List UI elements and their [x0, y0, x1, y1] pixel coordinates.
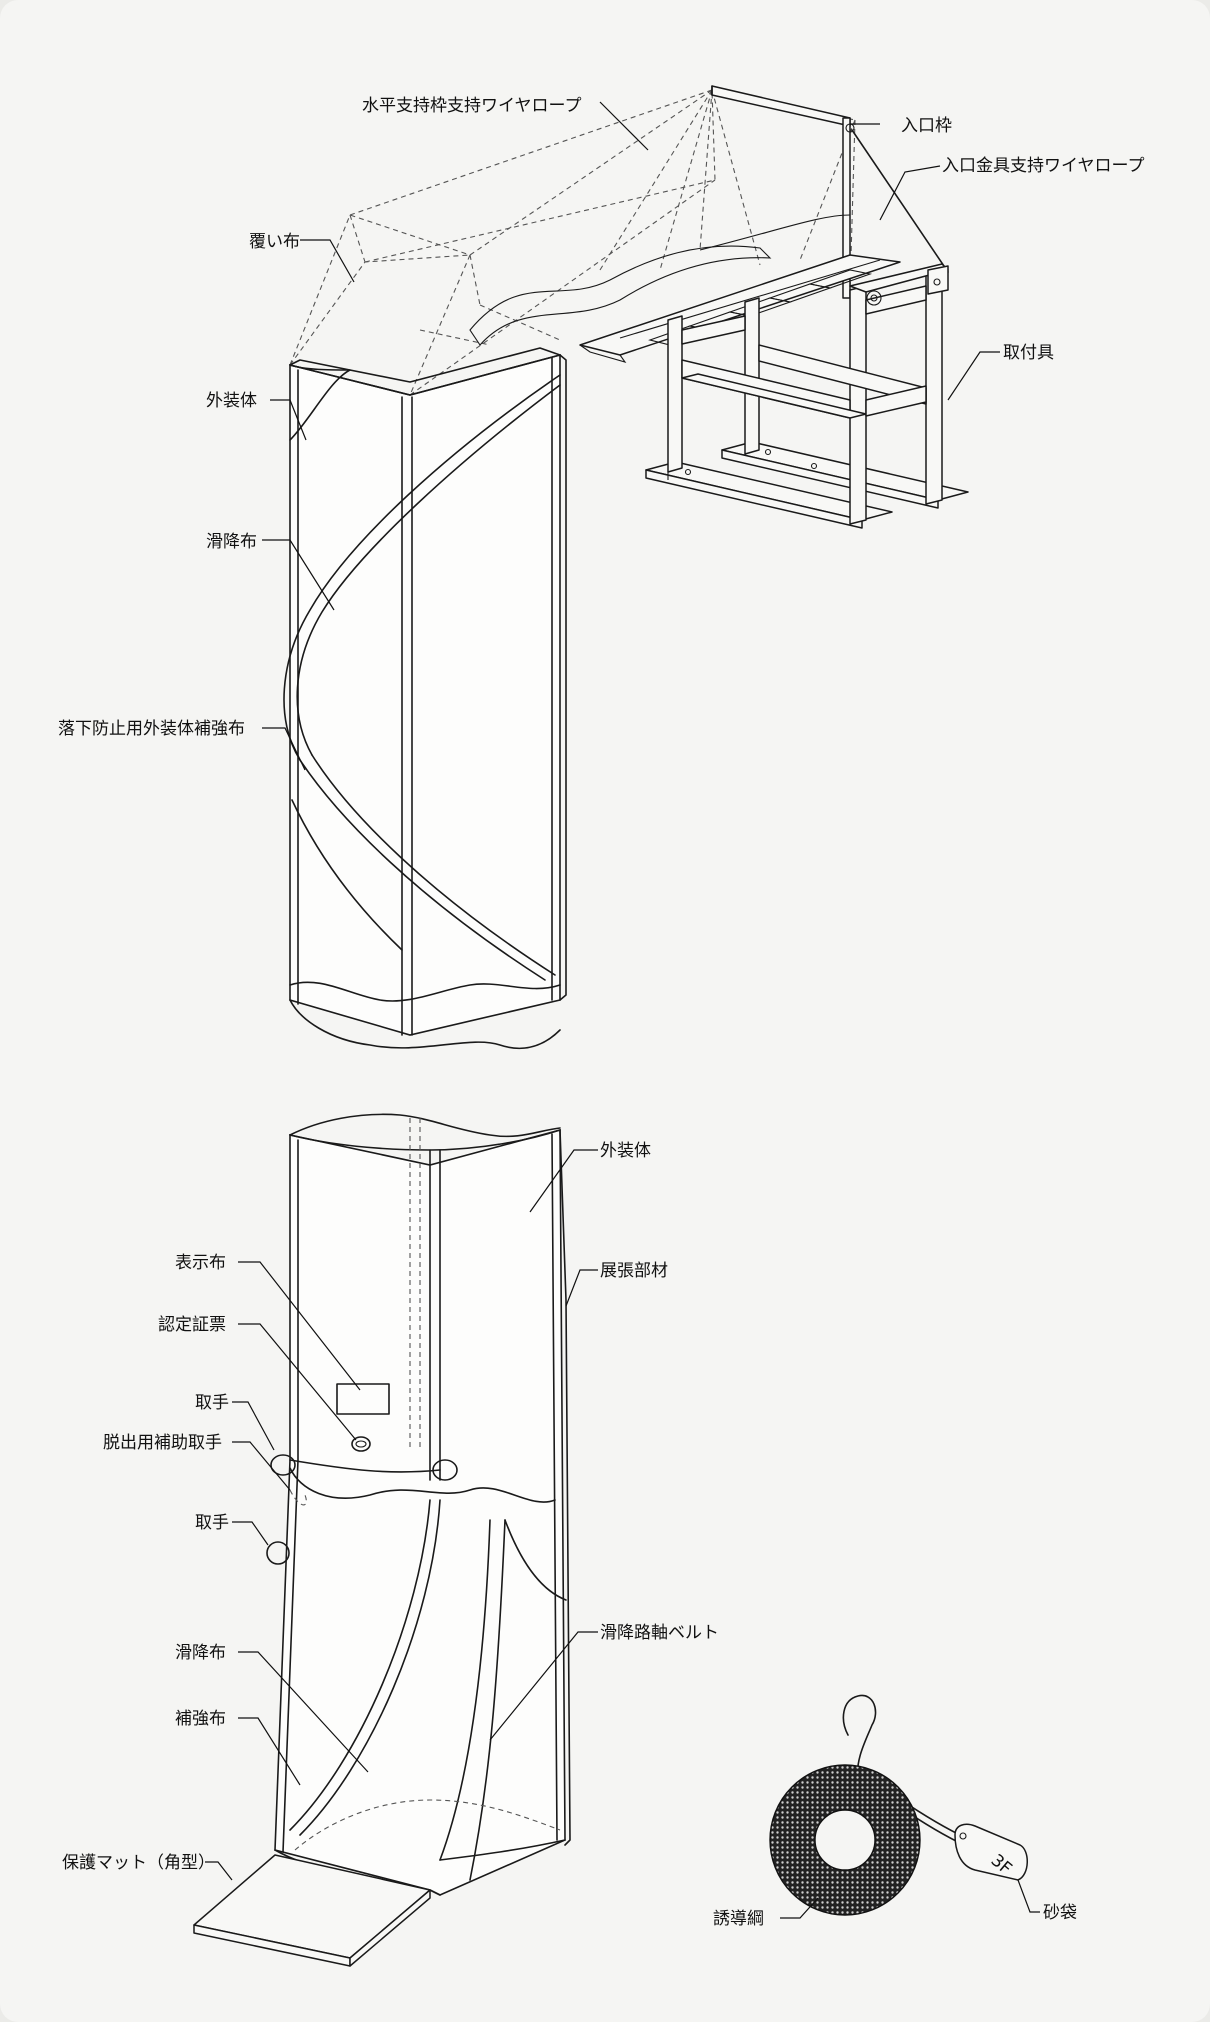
label-reinforcement-cloth: 補強布 — [175, 1709, 226, 1729]
entrance-wire-rope — [851, 129, 949, 273]
handle-lower — [266, 1541, 290, 1565]
upper-assembly — [262, 85, 1000, 1050]
handle-upper-right — [432, 1459, 458, 1481]
certification-label — [351, 1436, 371, 1452]
label-entrance-fitting-wire-rope: 入口金具支持ワイヤロープ — [942, 156, 1144, 176]
lower-column — [266, 1113, 571, 1896]
label-cover-cloth: 覆い布 — [249, 232, 300, 252]
label-outer-body-top: 外装体 — [206, 391, 257, 411]
label-expansion-member: 展張部材 — [600, 1261, 668, 1281]
label-handle-lower: 取手 — [195, 1513, 229, 1533]
lower-leaders — [205, 1149, 1040, 1919]
handle-upper-left — [270, 1454, 296, 1476]
sandbag-group: 3F — [769, 1694, 1028, 1916]
upper-column — [283, 347, 567, 1050]
label-handle-upper: 取手 — [195, 1393, 229, 1413]
protective-mat — [193, 1854, 431, 1967]
label-slide-cloth-top: 滑降布 — [206, 532, 257, 552]
label-certification-label: 認定証票 — [158, 1315, 226, 1335]
guide-rope-loop — [842, 1694, 877, 1781]
escape-aux-handle — [289, 1489, 307, 1506]
sandbag-ring — [769, 1764, 921, 1916]
display-cloth — [336, 1383, 390, 1415]
label-horizontal-frame-wire-rope: 水平支持枠支持ワイヤロープ — [362, 96, 581, 116]
label-sandbag: 砂袋 — [1043, 1903, 1077, 1923]
upper-leaders — [262, 101, 1000, 771]
label-protective-mat: 保護マット（角型） — [62, 1853, 215, 1873]
labels: 水平支持枠支持ワイヤロープ 入口枠 入口金具支持ワイヤロープ 覆い布 取付具 外… — [58, 96, 1144, 1929]
label-escape-aux-handle: 脱出用補助取手 — [103, 1433, 222, 1453]
label-display-cloth: 表示布 — [175, 1253, 226, 1273]
cover-fabric-drape — [469, 245, 772, 346]
label-fall-prevention-reinforcement: 落下防止用外装体補強布 — [58, 719, 245, 739]
label-slide-axis-belt: 滑降路軸ベルト — [600, 1623, 719, 1643]
label-slide-cloth-bottom: 滑降布 — [175, 1643, 226, 1663]
label-entrance-frame: 入口枠 — [901, 116, 952, 136]
label-outer-body-bottom: 外装体 — [600, 1141, 651, 1161]
lower-assembly: 3F — [193, 1113, 1040, 1967]
mounting-fixture — [645, 263, 969, 529]
sandbag-tag — [954, 1823, 1028, 1881]
label-mounting-fixture: 取付具 — [1003, 343, 1054, 363]
entrance-frame — [711, 85, 855, 299]
label-guide-rope: 誘導綱 — [713, 1909, 764, 1929]
